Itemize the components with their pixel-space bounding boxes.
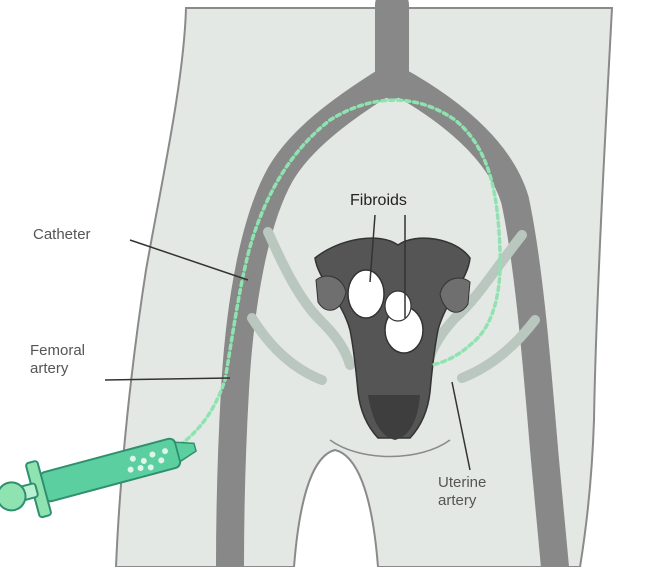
- label-femoral-line-1: Femoral: [30, 342, 85, 360]
- label-uterine-line-1: Uterine: [438, 474, 486, 492]
- syringe-plunger-cap: [0, 479, 29, 513]
- label-femoral-line-2: artery: [30, 360, 85, 378]
- label-fibroids: Fibroids: [350, 192, 407, 210]
- label-femoral-artery: Femoral artery: [30, 342, 85, 378]
- label-uterine-line-2: artery: [438, 492, 486, 510]
- label-catheter: Catheter: [33, 226, 91, 244]
- fibroid-3: [385, 291, 411, 321]
- label-uterine-artery: Uterine artery: [438, 474, 486, 510]
- fibroid-1: [348, 270, 384, 318]
